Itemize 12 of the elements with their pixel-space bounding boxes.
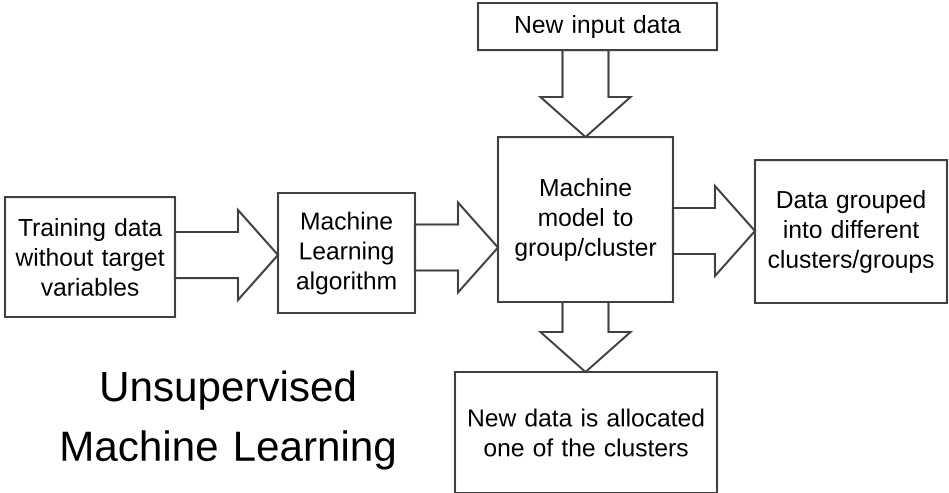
block-arrow <box>414 200 500 296</box>
process-box: Data grouped into different clusters/groups <box>754 158 948 304</box>
title: Unsupervised Machine Learning <box>62 370 394 470</box>
block-arrow <box>174 207 280 303</box>
process-box: Machine Learning algorithm <box>276 192 416 314</box>
process-box: New data is allocated one of the clusters <box>454 370 718 493</box>
block-arrow <box>538 48 634 138</box>
process-box: Machine model to group/cluster <box>496 136 674 304</box>
block-arrow <box>538 300 634 374</box>
block-arrow <box>672 183 756 279</box>
process-box: Training data without target variables <box>4 196 176 318</box>
process-box: New input data <box>476 2 718 52</box>
